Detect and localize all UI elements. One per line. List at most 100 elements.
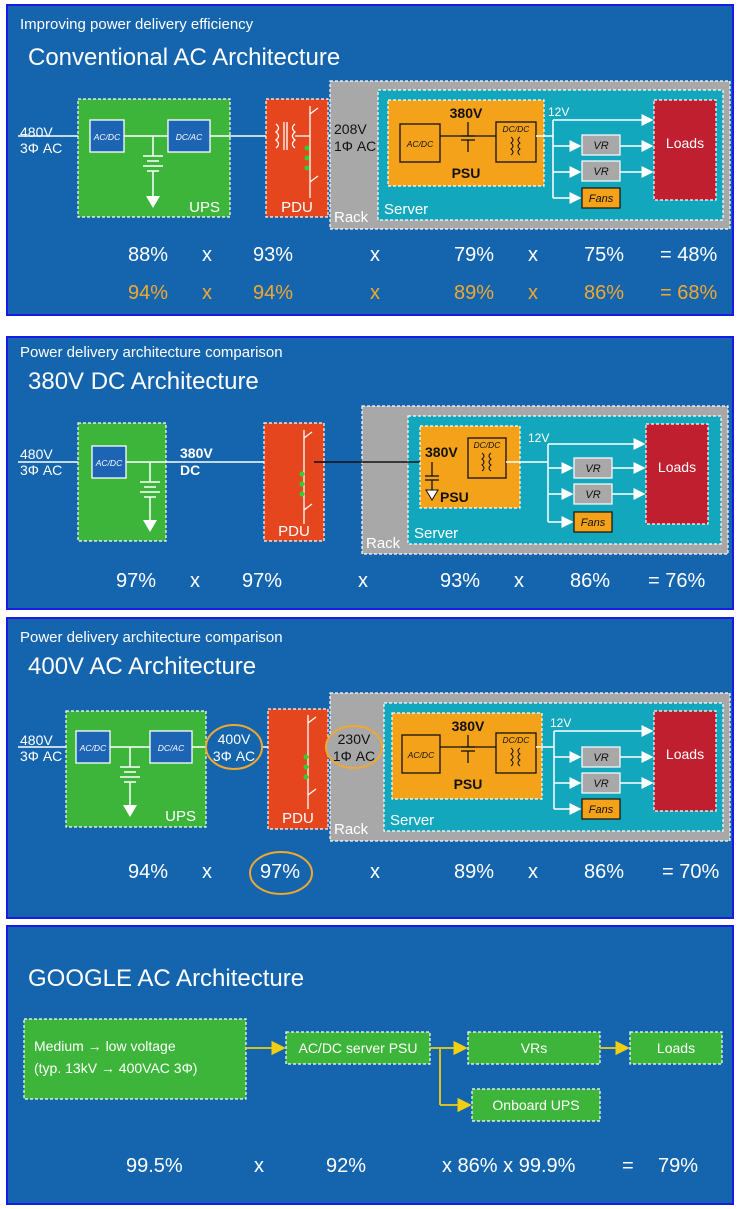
mid-phase: 1Φ AC xyxy=(334,138,376,154)
output-phase: 3Φ AC xyxy=(213,748,255,764)
outlet-leds xyxy=(304,145,310,171)
pdu-block xyxy=(267,708,329,830)
psu-bus-voltage: 380V xyxy=(425,444,458,460)
capacitor-icon xyxy=(425,462,439,501)
total-efficiency: = 76% xyxy=(648,570,706,592)
efficiency-value: 86% xyxy=(584,282,625,304)
efficiency-highlight xyxy=(249,851,313,895)
medium-to-low-voltage-box xyxy=(23,1018,247,1100)
panel-title: 380V DC Architecture xyxy=(28,368,259,395)
multiply-sign: x xyxy=(528,282,538,304)
psu-acdc-label: AC/DC xyxy=(407,750,435,760)
loads-label: Loads xyxy=(666,746,704,762)
transformer-icon xyxy=(274,106,319,198)
psu-dcdc-label: DC/DC xyxy=(474,440,502,450)
loads-label: Loads xyxy=(666,135,704,151)
ups-label: UPS xyxy=(165,808,196,825)
input-voltage: 480V xyxy=(20,446,53,462)
multiply-sign: x xyxy=(202,244,212,266)
panel-title: Conventional AC Architecture xyxy=(28,44,341,71)
loads-label: Loads xyxy=(657,1040,695,1056)
psu-transformer-icon xyxy=(510,747,521,767)
panel-400v-ac: Power delivery architecture comparison 4… xyxy=(6,617,734,919)
psu-dcdc-converter xyxy=(495,121,537,163)
ups-acdc-converter xyxy=(75,730,111,764)
architecture-diagram: 480V 3Φ AC AC/DC DC/AC UPS 400V 3Φ AC xyxy=(18,692,731,895)
rail-voltage: 12V xyxy=(548,105,569,119)
dc-type: DC xyxy=(180,462,200,478)
capacitor-icon xyxy=(440,122,496,152)
rail-voltage: 12V xyxy=(550,716,571,730)
vr-label: VR xyxy=(593,778,608,790)
vr-label: VR xyxy=(593,166,608,178)
psu-transformer-icon xyxy=(481,452,492,472)
efficiency-chain: x 86% x 99.9% xyxy=(442,1155,576,1177)
panel-subtitle: Power delivery architecture comparison xyxy=(20,629,283,646)
psu-label: PSU xyxy=(454,776,483,792)
output-voltage-highlight xyxy=(205,724,263,770)
loads-label: Loads xyxy=(658,459,696,475)
battery-icon xyxy=(120,747,140,817)
psu-dcdc-label: DC/DC xyxy=(503,124,531,134)
mid-voltage: 230V xyxy=(338,731,371,747)
fans-box xyxy=(581,798,621,820)
architecture-diagram: 480V 3Φ AC AC/DC DC/AC UPS xyxy=(18,80,731,230)
ups-dcac-label: DC/AC xyxy=(158,743,185,753)
psu-dcdc-label: DC/DC xyxy=(503,735,531,745)
vr-label: VR xyxy=(593,140,608,152)
rack-label: Rack xyxy=(334,209,369,226)
efficiency-value: 89% xyxy=(454,282,495,304)
server-label: Server xyxy=(414,525,458,542)
panel-subtitle: Power delivery architecture comparison xyxy=(20,344,283,361)
architecture-diagram: 480V 3Φ AC AC/DC 380V DC PDU Rack xyxy=(18,405,729,555)
panel-google-ac: GOOGLE AC Architecture Medium → low volt… xyxy=(6,925,734,1205)
panel-conventional-ac: Improving power delivery efficiency Conv… xyxy=(6,4,734,316)
panel-title: GOOGLE AC Architecture xyxy=(28,965,305,992)
rack-label: Rack xyxy=(334,821,369,838)
efficiency-value: 75% xyxy=(584,244,625,266)
efficiency-value: 92% xyxy=(326,1155,367,1177)
output-voltage: 400V xyxy=(218,731,251,747)
ups-dcac-converter xyxy=(149,730,193,764)
onboard-ups-box xyxy=(471,1088,601,1122)
multiply-sign: x xyxy=(202,861,212,883)
efficiency-value: 86% xyxy=(584,861,625,883)
medium-voltage-line2: (typ. 13kV → 400VAC 3Φ) xyxy=(34,1060,197,1076)
acdc-label: AC/DC xyxy=(95,458,123,468)
psu-acdc-converter xyxy=(401,734,441,774)
multiply-sign: x xyxy=(514,570,524,592)
equals-sign: = xyxy=(622,1155,634,1177)
input-voltage: 480V xyxy=(20,124,53,140)
ups-acdc-label: AC/DC xyxy=(93,132,121,142)
vr-label: VR xyxy=(585,489,600,501)
efficiency-value: 93% xyxy=(253,244,294,266)
pdu-switch-icon xyxy=(299,430,313,524)
ups-block xyxy=(65,710,207,828)
vr-label: VR xyxy=(593,752,608,764)
battery-icon xyxy=(140,462,160,532)
input-phase: 3Φ AC xyxy=(20,140,62,156)
server-psu-label: AC/DC server PSU xyxy=(298,1040,417,1056)
pdu-label: PDU xyxy=(281,199,313,216)
psu-dcdc-converter xyxy=(495,732,537,774)
pdu-block xyxy=(263,422,325,542)
psu-acdc-converter xyxy=(399,123,441,163)
panel-title: 400V AC Architecture xyxy=(28,653,257,680)
pdu-label: PDU xyxy=(278,523,310,540)
vr-box xyxy=(581,160,621,182)
multiply-sign: x xyxy=(528,861,538,883)
battery-icon xyxy=(143,136,163,208)
panel-subtitle: Improving power delivery efficiency xyxy=(20,16,254,33)
loads-box xyxy=(629,1031,723,1065)
total-efficiency: = 48% xyxy=(660,244,718,266)
ups-dcac-label: DC/AC xyxy=(176,132,203,142)
mid-voltage-highlight xyxy=(325,725,383,769)
vr-box xyxy=(581,134,621,156)
medium-voltage-line1: Medium → low voltage xyxy=(34,1038,176,1054)
input-phase: 3Φ AC xyxy=(20,462,62,478)
fans-label: Fans xyxy=(581,517,606,529)
pdu-switch-icon xyxy=(303,715,317,809)
efficiency-value: 88% xyxy=(128,244,169,266)
efficiency-value: 97% xyxy=(260,861,301,883)
architecture-diagram: Medium → low voltage (typ. 13kV → 400VAC… xyxy=(23,1018,723,1122)
